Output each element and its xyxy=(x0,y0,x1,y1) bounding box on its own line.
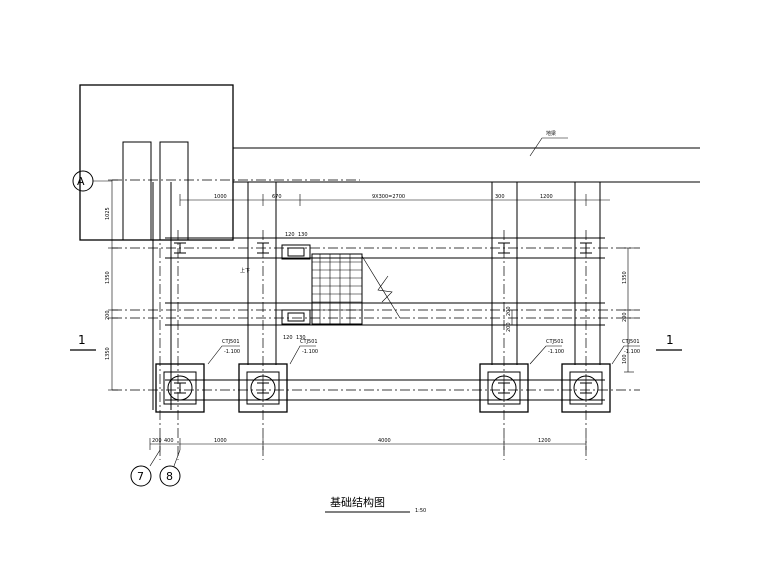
section-mark-right: 1 xyxy=(666,333,674,347)
footing-1 xyxy=(155,363,205,413)
footing-elev-3: -1.100 xyxy=(548,349,564,355)
i-sections-top xyxy=(174,242,592,254)
stair xyxy=(311,253,401,325)
dim-bottom-2: 400 xyxy=(164,438,174,444)
dim-inner-2: 130 xyxy=(298,232,308,238)
beams xyxy=(165,237,605,401)
dim-bottom-1: 200 xyxy=(152,438,162,444)
dim-bottom-5: 1200 xyxy=(538,438,551,444)
dim-inner-3: 120 xyxy=(283,335,293,341)
anchor-plates: 120 130 120 130 上下 xyxy=(240,232,311,341)
dim-right-3: 100 xyxy=(622,354,628,364)
dim-top-5: 1200 xyxy=(540,194,553,200)
axis-7-label: 7 xyxy=(137,470,144,483)
dim-left-2: 1350 xyxy=(105,271,111,284)
ground-note-leader: 地梁 xyxy=(529,130,568,157)
section-mark-left: 1 xyxy=(78,333,86,347)
dim-top-2: 670 xyxy=(272,194,282,200)
dimensions-bottom: 200 400 1000 4000 1200 xyxy=(149,438,587,450)
dimensions-left: 1025 1350 200 1350 xyxy=(105,179,118,391)
dim-top-4: 300 xyxy=(495,194,505,200)
axis-bubbles: A 7 8 xyxy=(72,170,181,487)
dim-top-3: 9X300=2700 xyxy=(372,194,405,200)
footing-code-1: CTJ501 xyxy=(222,339,240,345)
grid-lines xyxy=(112,179,640,460)
existing-building xyxy=(79,84,700,241)
dim-inner-right-1: 200 xyxy=(506,306,512,316)
title-text: 基础结构图 xyxy=(330,495,385,509)
dim-inner-1: 120 xyxy=(285,232,295,238)
scale-text: 1:50 xyxy=(415,508,426,514)
footings xyxy=(155,363,611,413)
axis-a-label: A xyxy=(77,175,85,188)
updown-label: 上下 xyxy=(240,267,250,274)
dim-right-1: 1350 xyxy=(622,271,628,284)
axis-8-label: 8 xyxy=(166,470,173,483)
dimensions-right: 1350 200 100 200 200 xyxy=(506,247,634,373)
dim-left-3: 200 xyxy=(105,310,111,320)
dim-inner-4: 130 xyxy=(296,335,306,341)
footing-3 xyxy=(479,363,529,413)
dim-left-1: 1025 xyxy=(105,207,111,220)
column-strips xyxy=(152,182,601,410)
drawing-title: 基础结构图 1:50 xyxy=(325,495,426,514)
footing-elev-1: -1.100 xyxy=(224,349,240,355)
footing-elev-2: -1.100 xyxy=(302,349,318,355)
section-marks: 1 1 xyxy=(70,333,682,351)
ground-note-label: 地梁 xyxy=(546,130,556,137)
dimensions-top: 1000 670 9X300=2700 300 1200 xyxy=(179,194,610,206)
dim-left-4: 1350 xyxy=(105,347,111,360)
dim-right-2: 200 xyxy=(622,312,628,322)
footing-4 xyxy=(561,363,611,413)
dim-bottom-4: 4000 xyxy=(378,438,391,444)
dim-top-1: 1000 xyxy=(214,194,227,200)
footing-code-3: CTJ501 xyxy=(546,339,564,345)
footing-2 xyxy=(238,363,288,413)
dim-bottom-3: 1000 xyxy=(214,438,227,444)
dim-inner-right-2: 200 xyxy=(506,322,512,332)
footing-elev-4: -1.100 xyxy=(624,349,640,355)
footing-code-4: CTJ501 xyxy=(622,339,640,345)
footing-labels: CTJ501 -1.100 CTJ501 -1.100 CTJ501 -1.10… xyxy=(207,339,640,365)
footing-code-2: CTJ501 xyxy=(300,339,318,345)
